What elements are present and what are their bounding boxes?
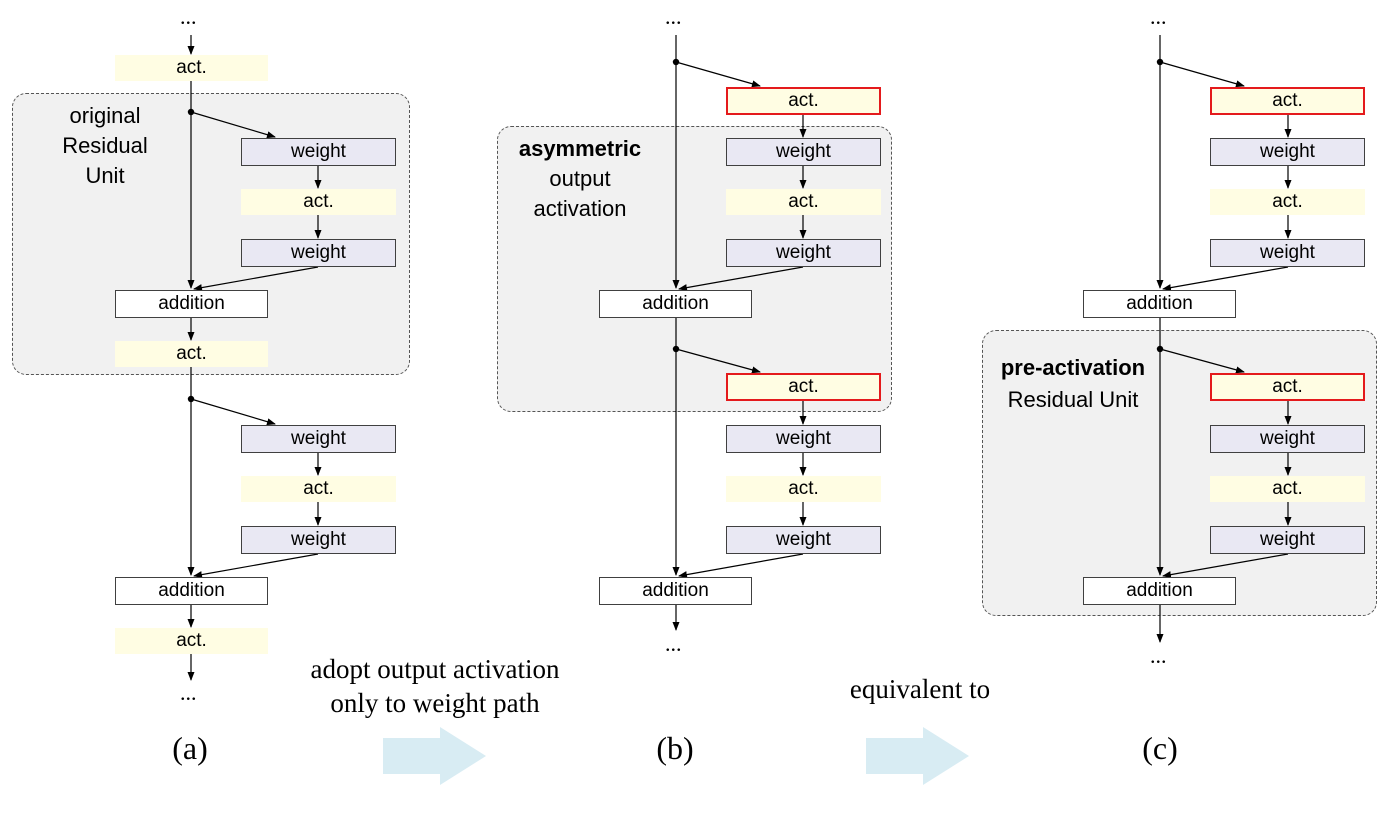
group-label-c-line2: Residual Unit — [1007, 387, 1139, 412]
ellipsis-top-c: ... — [1150, 4, 1167, 29]
act-box-b4: act. — [726, 476, 881, 502]
group-label-a-line2: Residual — [62, 133, 148, 158]
weight-box-c1: weight — [1210, 138, 1365, 166]
weight-box-b4: weight — [726, 526, 881, 554]
act-box-c2: act. — [1210, 189, 1365, 215]
ellipsis-top-a: ... — [180, 4, 197, 29]
junction-dot — [187, 108, 195, 116]
weight-box-c3: weight — [1210, 425, 1365, 453]
group-label-a-line1: original — [69, 103, 141, 128]
merge-c2 — [1162, 553, 1289, 579]
asymmetric-output-activation-group — [497, 126, 892, 412]
ellipsis-bottom-b: ... — [665, 631, 682, 656]
junction-dot — [187, 395, 195, 403]
weight-box-a2: weight — [241, 239, 396, 267]
group-label-b-line2: output — [549, 166, 611, 191]
weight-box-a3: weight — [241, 425, 396, 453]
junction-dot — [1156, 345, 1164, 353]
asymmetric-output-activation-label: asymmetric output activation — [505, 134, 655, 224]
merge-b1 — [678, 266, 804, 292]
weight-box-a1: weight — [241, 138, 396, 166]
act-box-c3-highlighted: act. — [1210, 373, 1365, 401]
junction-dot — [1156, 58, 1164, 66]
weight-box-c2: weight — [1210, 239, 1365, 267]
act-box-b2: act. — [726, 189, 881, 215]
group-label-b-line3: activation — [533, 196, 627, 221]
act-box-a1: act. — [115, 55, 268, 81]
branch-a2 — [190, 398, 276, 426]
ellipsis-top-b: ... — [665, 4, 682, 29]
act-box-a3: act. — [115, 341, 268, 367]
act-box-c4: act. — [1210, 476, 1365, 502]
weight-box-b1: weight — [726, 138, 881, 166]
weight-box-b2: weight — [726, 239, 881, 267]
transition-arrow-b-to-c — [866, 727, 969, 785]
branch-c2 — [1159, 348, 1245, 374]
branch-b2 — [675, 348, 761, 374]
transition-a-to-b-line2: only to weight path — [330, 688, 540, 718]
act-box-a4: act. — [241, 476, 396, 502]
original-residual-unit-label: original Residual Unit — [40, 101, 170, 191]
merge-a2 — [193, 553, 319, 579]
junction-dot — [672, 345, 680, 353]
group-label-b-bold: asymmetric — [505, 134, 655, 164]
addition-box-b1: addition — [599, 290, 752, 318]
junction-dot — [672, 58, 680, 66]
transition-text-a-to-b: adopt output activation only to weight p… — [270, 652, 600, 720]
weight-box-c4: weight — [1210, 526, 1365, 554]
caption-a: (a) — [172, 730, 208, 766]
merge-b2 — [678, 553, 804, 579]
group-label-c-bold: pre-activation — [988, 352, 1158, 384]
addition-box-c2: addition — [1083, 577, 1236, 605]
caption-c: (c) — [1142, 730, 1178, 766]
weight-box-a4: weight — [241, 526, 396, 554]
branch-c1 — [1159, 61, 1245, 88]
group-label-c-bold-text: pre-activation — [1000, 355, 1146, 380]
ellipsis-bottom-a: ... — [180, 680, 197, 705]
act-box-b1-highlighted: act. — [726, 87, 881, 115]
weight-box-b3: weight — [726, 425, 881, 453]
act-box-a5: act. — [115, 628, 268, 654]
act-box-b3-highlighted: act. — [726, 373, 881, 401]
ellipsis-bottom-c: ... — [1150, 643, 1167, 668]
group-label-a-line3: Unit — [85, 163, 125, 188]
addition-box-c1: addition — [1083, 290, 1236, 318]
transition-arrow-a-to-b — [383, 727, 486, 785]
merge-c1 — [1162, 266, 1289, 292]
addition-box-a2: addition — [115, 577, 268, 605]
group-label-b-bold-text: asymmetric — [518, 136, 642, 161]
act-box-c1-highlighted: act. — [1210, 87, 1365, 115]
branch-a1 — [190, 111, 276, 139]
transition-a-to-b-line1: adopt output activation — [310, 654, 560, 684]
merge-a1 — [193, 266, 319, 292]
branch-b1 — [675, 61, 761, 88]
transition-text-b-to-c: equivalent to — [849, 674, 991, 704]
caption-b: (b) — [656, 730, 694, 766]
act-box-a2: act. — [241, 189, 396, 215]
addition-box-a1: addition — [115, 290, 268, 318]
addition-box-b2: addition — [599, 577, 752, 605]
pre-activation-residual-unit-label: pre-activation Residual Unit — [988, 352, 1158, 416]
